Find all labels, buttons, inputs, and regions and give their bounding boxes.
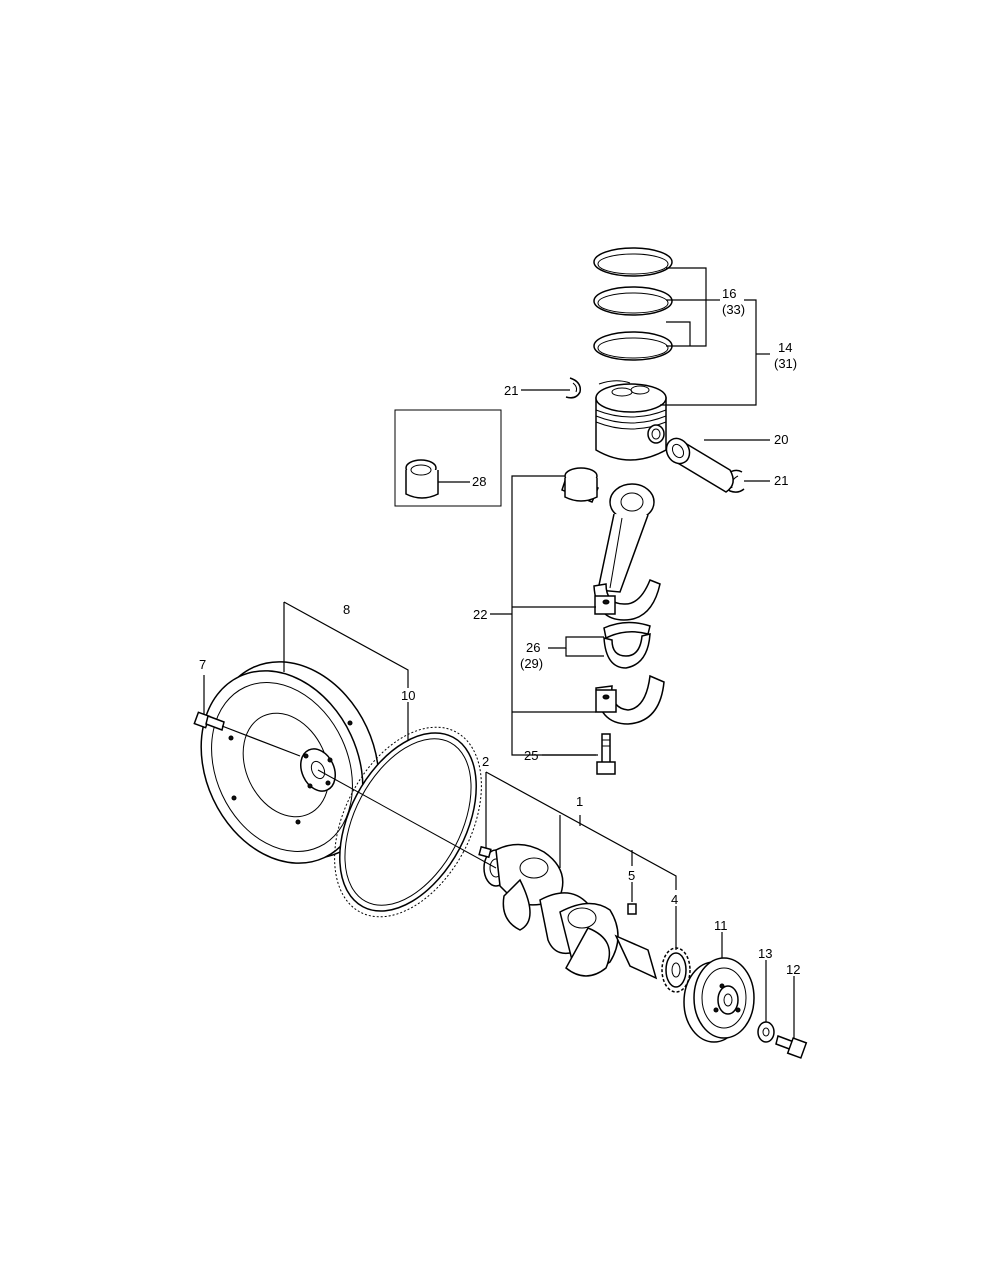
snap-ring-left: [565, 377, 582, 399]
callout-25: 25: [524, 748, 538, 763]
crank-gear: [661, 947, 691, 993]
callout-21-left: 21: [504, 383, 518, 398]
callout-labels: 16 (33) 14 (31) 21 20 21 28 22 26 (29) 2…: [199, 286, 800, 977]
callout-1: 1: [576, 794, 583, 809]
rod-bearing-shells: [603, 621, 651, 669]
callout-10: 10: [401, 688, 415, 703]
callout-22: 22: [473, 607, 487, 622]
callout-26-alt: (29): [520, 656, 543, 671]
callout-5: 5: [628, 868, 635, 883]
dowel-pin: [478, 845, 492, 859]
callout-16-alt: (33): [722, 302, 745, 317]
ring-gear: [334, 726, 482, 918]
pulley-bolt: [775, 1035, 808, 1059]
callout-14-alt: (31): [774, 356, 797, 371]
piston: [595, 380, 667, 461]
callout-14: 14: [778, 340, 792, 355]
callout-28: 28: [472, 474, 486, 489]
piston-rings: [593, 247, 673, 361]
callout-21-right: 21: [774, 473, 788, 488]
callout-12: 12: [786, 962, 800, 977]
piston-pin: [665, 437, 734, 493]
washer: [757, 1021, 775, 1043]
callout-2: 2: [482, 754, 489, 769]
crank-pulley: [683, 957, 755, 1043]
rod-cap: [595, 674, 665, 725]
callout-11: 11: [714, 918, 728, 933]
crankshaft: [483, 843, 658, 980]
callout-20: 20: [774, 432, 788, 447]
callout-7: 7: [199, 657, 206, 672]
leader-lines: [203, 267, 795, 1038]
callout-13: 13: [758, 946, 772, 961]
flywheel-bolt: [193, 711, 225, 731]
callout-26: 26: [526, 640, 540, 655]
callout-4: 4: [671, 892, 678, 907]
small-end-bushing: [561, 467, 599, 503]
rod-bolt: [596, 733, 616, 775]
connecting-rod: [593, 483, 661, 621]
callout-16: 16: [722, 286, 736, 301]
callout-8: 8: [343, 602, 350, 617]
bushing-inset-box: [394, 409, 502, 507]
